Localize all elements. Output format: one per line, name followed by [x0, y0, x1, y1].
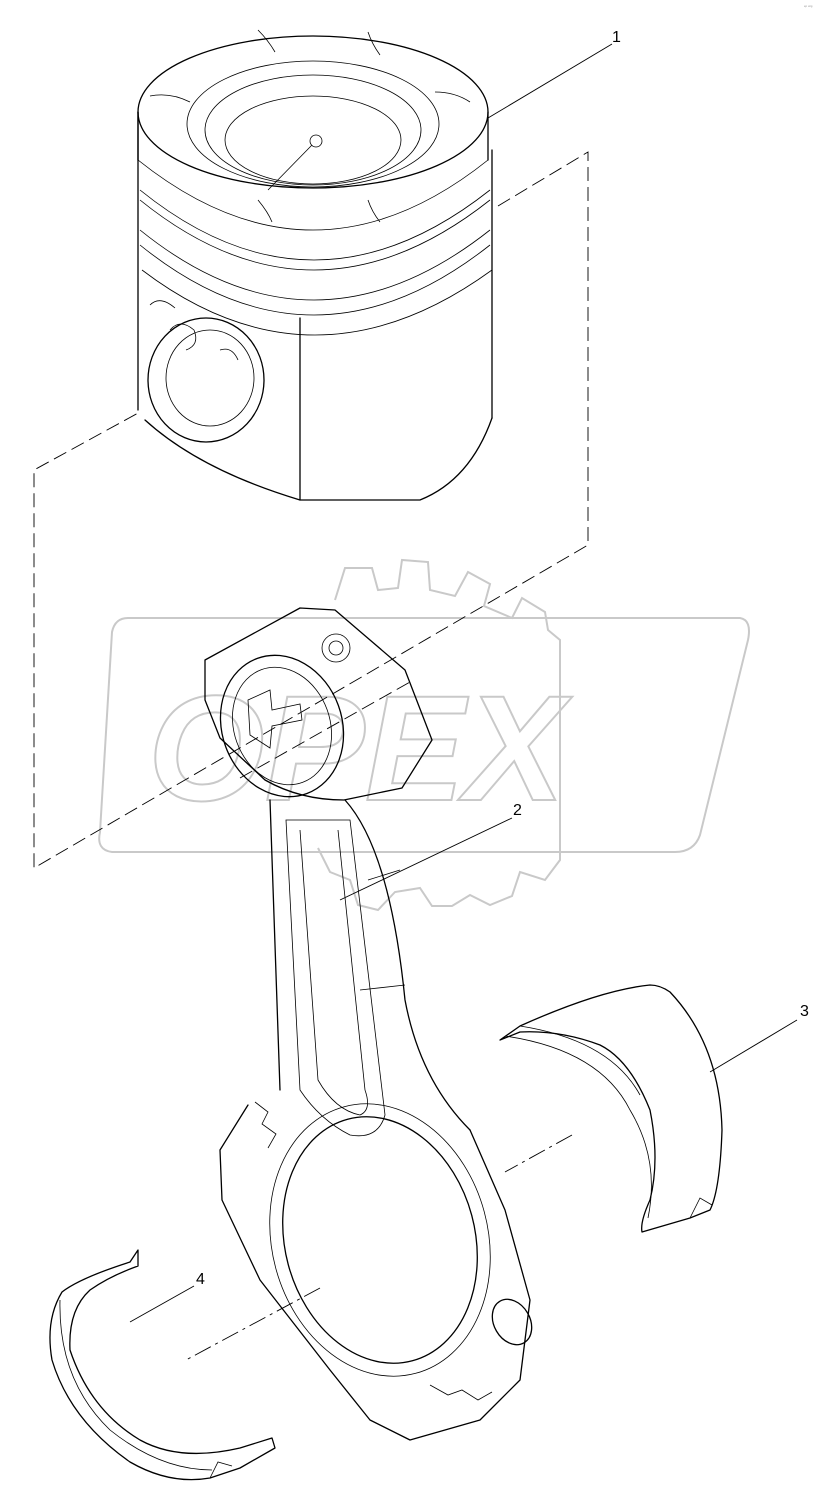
callout-3: 3 — [709, 1003, 809, 1073]
connecting-rod — [204, 607, 533, 1441]
callout-1: 1 — [487, 29, 621, 119]
corner-mark: ᵉᵖ ʷᵗᵍ — [804, 4, 813, 9]
callout-label-2: 2 — [513, 802, 522, 819]
watermark-logo: OPEX — [98, 558, 750, 912]
assembly-guide-lines — [33, 151, 589, 1361]
piston — [137, 29, 493, 501]
callout-label-1: 1 — [612, 29, 621, 46]
watermark-badge — [98, 617, 750, 853]
callout-2: 2 — [339, 802, 522, 901]
upper-bearing-shell — [499, 984, 723, 1233]
watermark-text: OPEX — [148, 664, 573, 832]
callout-label-4: 4 — [196, 1271, 205, 1288]
callout-4: 4 — [129, 1271, 205, 1323]
callout-label-3: 3 — [800, 1003, 809, 1020]
watermark-gear-icon — [317, 558, 561, 912]
lower-bearing-shell — [49, 1249, 276, 1481]
